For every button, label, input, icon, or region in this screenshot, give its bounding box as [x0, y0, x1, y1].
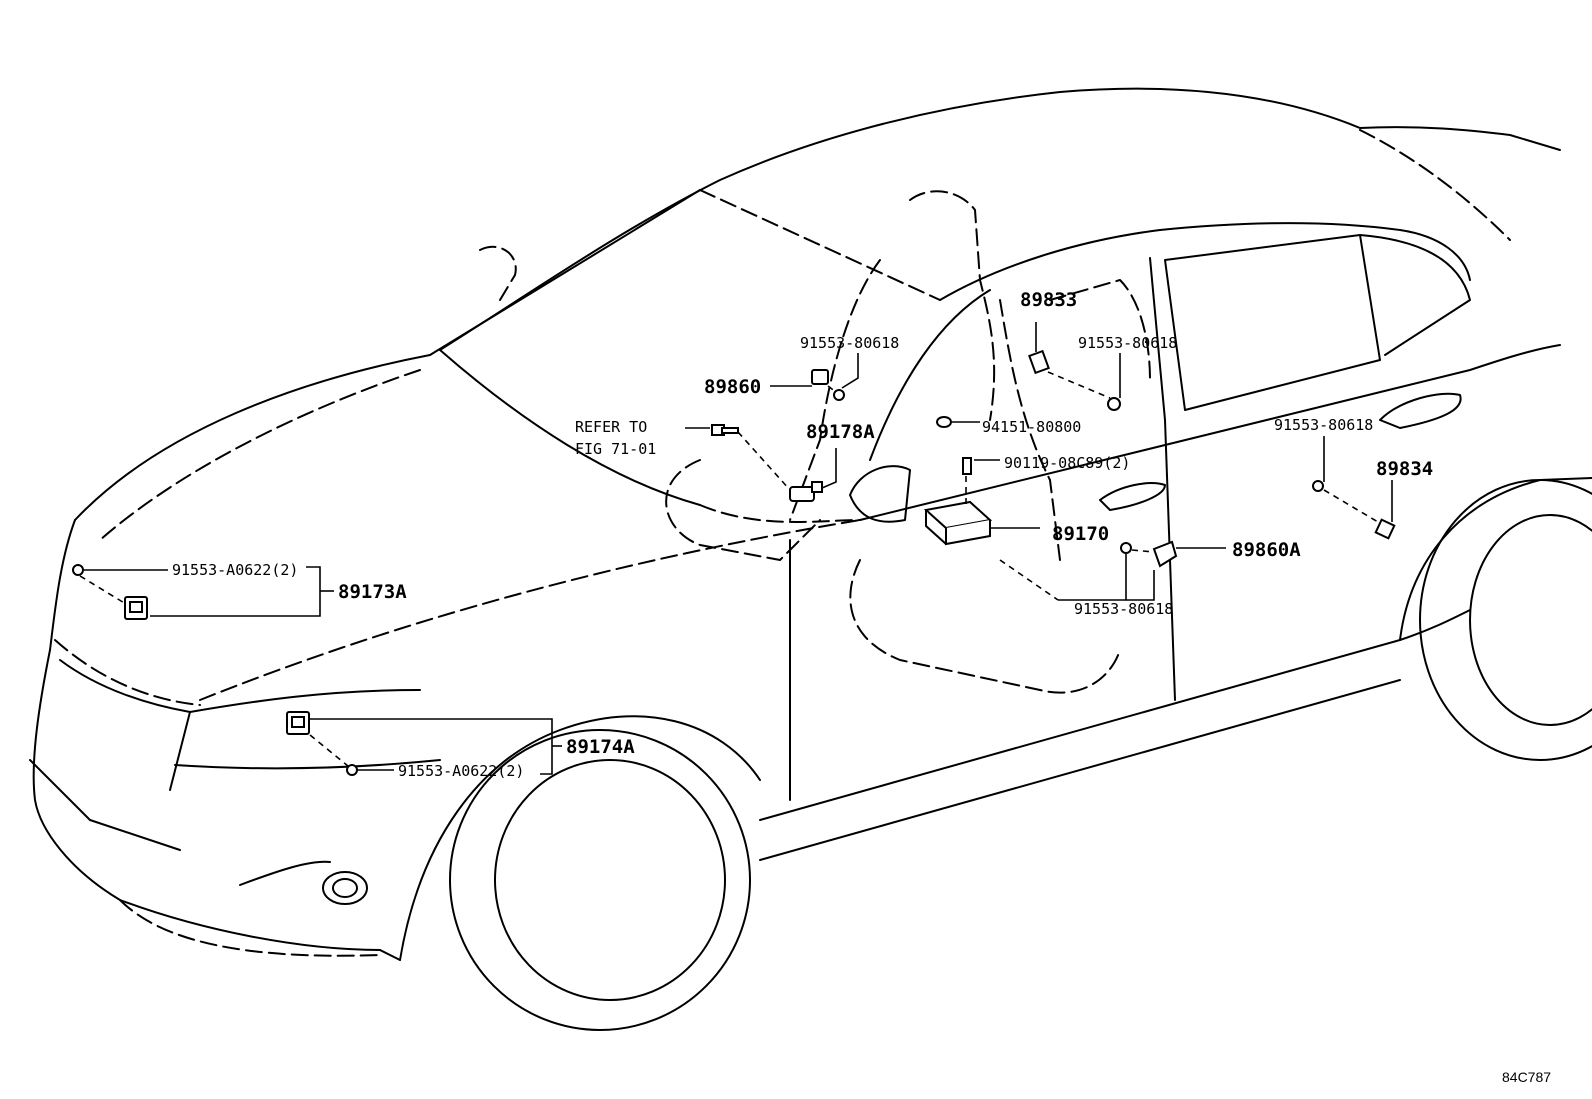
parts-graphics: [72, 349, 1396, 776]
sensor-89173A-graphic: [72, 564, 148, 620]
airbag-module-89170-graphic: [923, 500, 993, 546]
label-90119-08C89: 90119-08C89(2): [1004, 454, 1130, 472]
label-91553-A0622-lower: 91553-A0622(2): [398, 762, 524, 780]
nut-graphic: [936, 416, 952, 428]
label-91553-80618-upper-right: 91553-80618: [1078, 334, 1177, 352]
label-94151-80800: 94151-80800: [982, 418, 1081, 436]
label-91553-A0622-upper: 91553-A0622(2): [172, 561, 298, 579]
label-89174A: 89174A: [566, 736, 635, 758]
label-refer-to-line2: FIG 71-01: [575, 440, 656, 458]
bolt-90119-graphic: [962, 457, 972, 475]
sensor-89860-graphic: [811, 369, 845, 401]
label-refer-to-line1: REFER TO: [575, 418, 647, 436]
label-89178A: 89178A: [806, 421, 875, 443]
label-89173A: 89173A: [338, 581, 407, 603]
label-91553-80618-upper-left: 91553-80618: [800, 334, 899, 352]
label-89833: 89833: [1020, 289, 1077, 311]
sensor-89174A-graphic: [286, 711, 358, 776]
sensor-89833-graphic: [1028, 349, 1050, 375]
bolt-graphic: [1107, 397, 1121, 411]
label-89860: 89860: [704, 376, 761, 398]
label-89834: 89834: [1376, 458, 1433, 480]
refer-bolt-graphic: [711, 424, 739, 436]
sensor-89178A-graphic: [789, 481, 823, 502]
car-body-outline: [29, 87, 1592, 1031]
sensor-89860A-graphic: [1120, 540, 1178, 568]
sensor-89834-graphic: [1312, 480, 1396, 540]
diagram-code: 84C787: [1502, 1069, 1551, 1085]
label-91553-80618-right: 91553-80618: [1274, 416, 1373, 434]
label-91553-80618-lower: 91553-80618: [1074, 600, 1173, 618]
callout-labels: 89833 91553-80618 91553-80618 89860 REFE…: [172, 289, 1551, 1085]
label-89860A: 89860A: [1232, 539, 1301, 561]
label-89170: 89170: [1052, 523, 1109, 545]
leader-lines: [79, 322, 1393, 775]
